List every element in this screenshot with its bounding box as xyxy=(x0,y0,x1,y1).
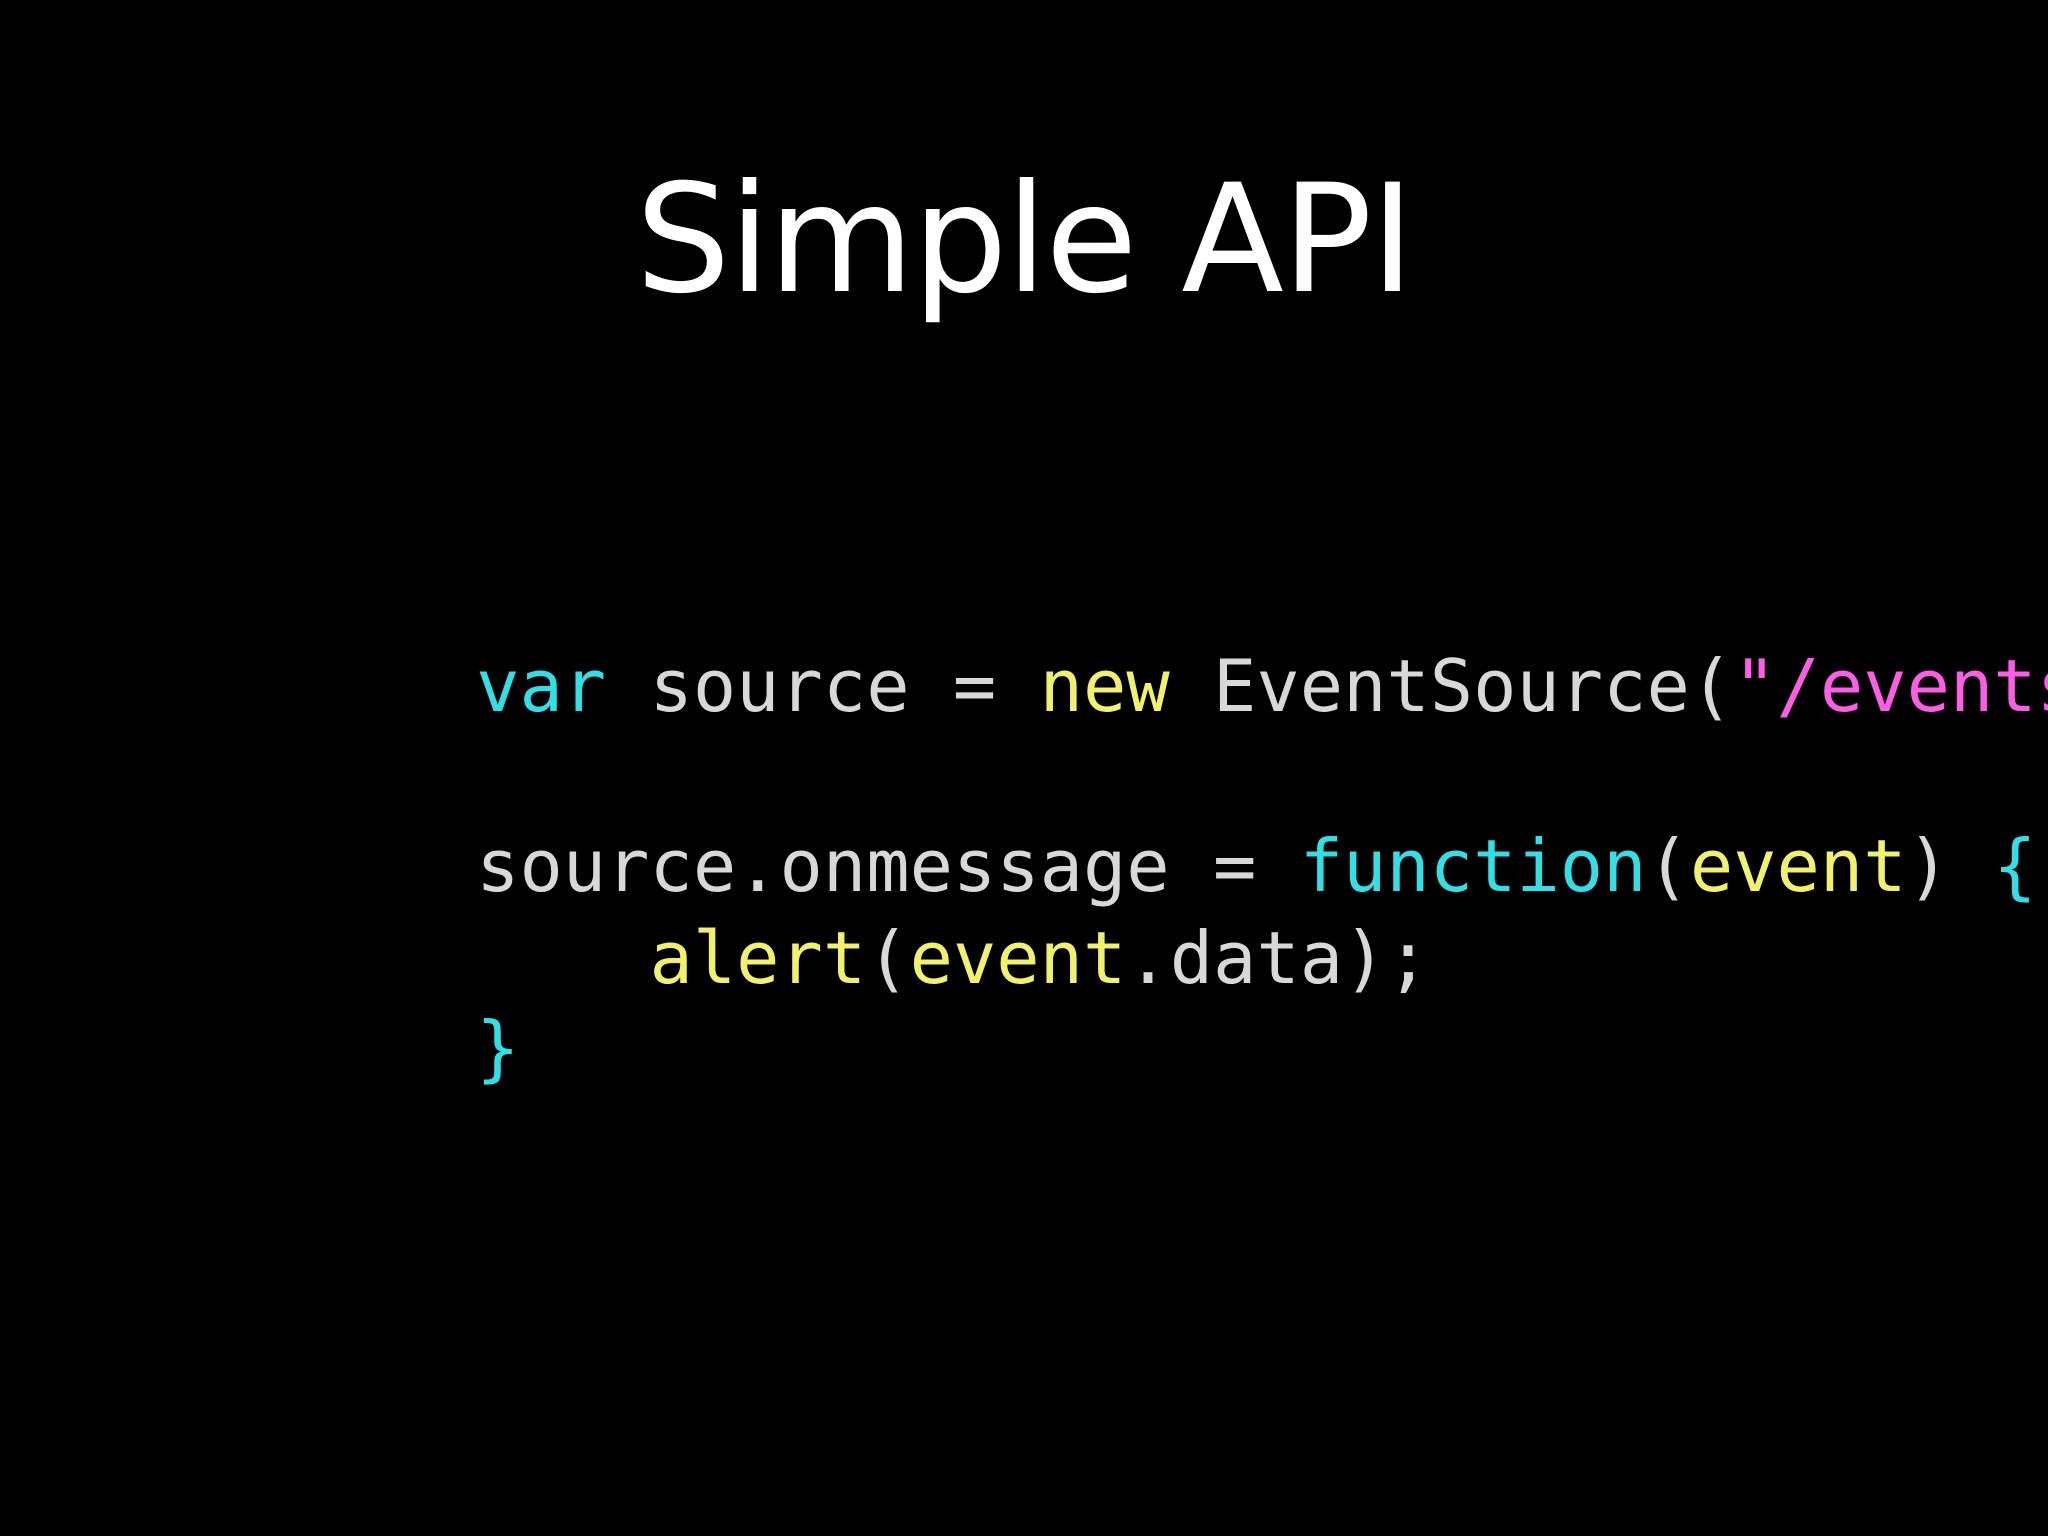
code-token: .data); xyxy=(1126,916,1430,1000)
code-token: } xyxy=(476,1006,520,1090)
code-token: ( xyxy=(866,916,910,1000)
code-token: EventSource( xyxy=(1169,644,1734,728)
code-line-3: alert(event.data); xyxy=(216,832,1430,1084)
code-line-2: source.onmessage = function(event) { xyxy=(216,740,2037,992)
code-token: event xyxy=(1689,824,1907,908)
code-token: source = xyxy=(606,644,1040,728)
code-token: ( xyxy=(1646,824,1690,908)
code-token: ) xyxy=(1906,824,1994,908)
code-block: var source = new EventSource("/events");… xyxy=(216,560,2048,1090)
code-token: new xyxy=(1039,644,1170,728)
code-token: event xyxy=(909,916,1127,1000)
slide-title: Simple API xyxy=(635,153,1414,327)
code-token: var xyxy=(476,644,607,728)
code-token: alert xyxy=(649,916,867,1000)
code-token: source.onmessage = xyxy=(476,824,1300,908)
code-line-4: } xyxy=(216,922,519,1174)
code-token: { xyxy=(1993,824,2037,908)
code-token: function xyxy=(1299,824,1647,908)
